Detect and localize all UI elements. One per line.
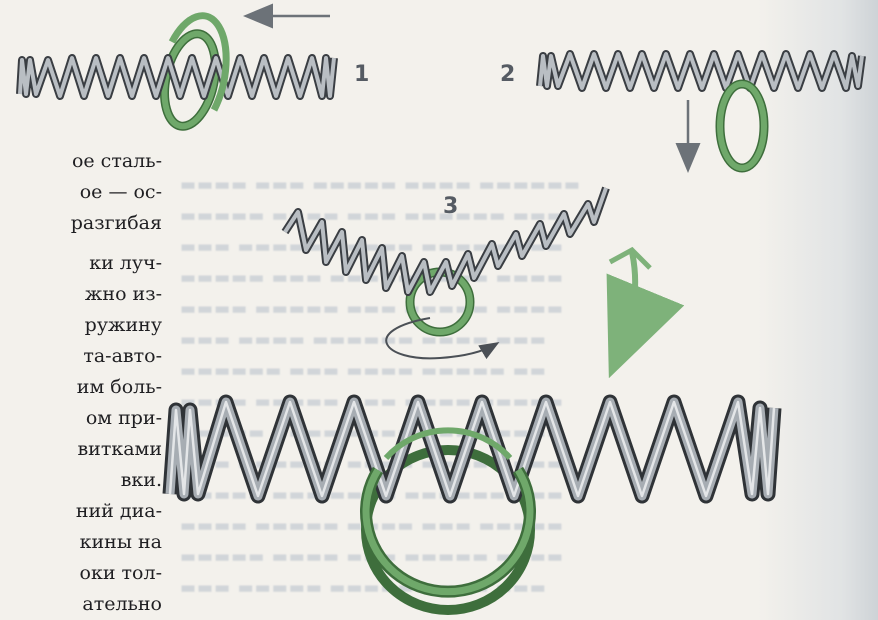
step-number: 3 <box>443 194 458 219</box>
step-1-figure <box>20 16 334 131</box>
step-2-figure <box>540 54 862 168</box>
assembled-figure <box>170 402 774 610</box>
curved-green-arrow-icon <box>618 252 635 356</box>
step-number: 1 <box>354 62 369 87</box>
step-3-figure <box>285 188 650 358</box>
step-number: 2 <box>500 62 515 87</box>
rotation-arrow-icon <box>386 318 496 358</box>
